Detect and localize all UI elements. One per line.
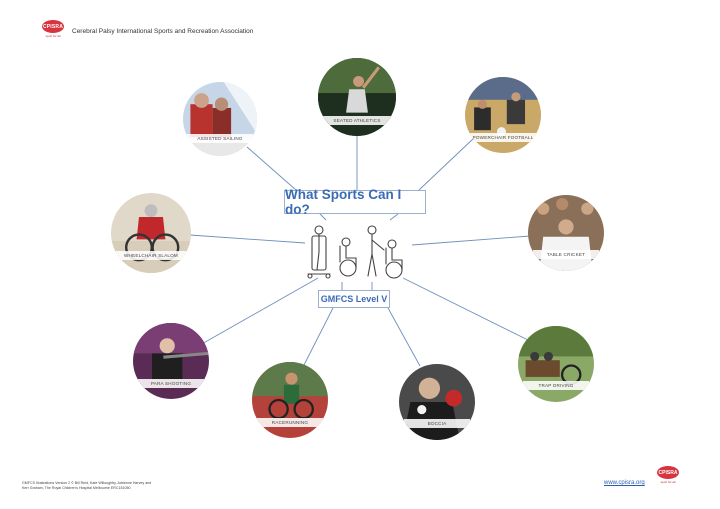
- sport-powerchair-football[interactable]: POWERCHAIR FOOTBALL: [465, 77, 541, 153]
- sport-label: WHEELCHAIR SLALOM: [115, 250, 187, 260]
- sport-table-cricket[interactable]: TABLE CRICKET: [528, 195, 604, 271]
- cpisra-logo: CPISRA sport for all: [42, 20, 64, 42]
- gmfcs-illustration: [307, 225, 403, 279]
- boccia-photo: [399, 364, 475, 440]
- sport-label: PARA SHOOTING: [137, 379, 205, 389]
- connector-para-shooting: [199, 277, 319, 346]
- header: CPISRA sport for all Cerebral Palsy Inte…: [42, 18, 253, 44]
- connector-boccia: [387, 307, 421, 367]
- center-title: What Sports Can I do?: [285, 187, 402, 217]
- organization-name: Cerebral Palsy International Sports and …: [72, 27, 254, 35]
- wheelchair-slalom-photo: [111, 193, 191, 273]
- sport-boccia[interactable]: BOCCIA: [399, 364, 475, 440]
- sport-label: RACERUNNING: [256, 418, 324, 428]
- connector-table-cricket: [411, 235, 531, 246]
- illustration-credit: GMFCS Illustrations Version 2 © Bill Rei…: [22, 481, 152, 490]
- figure-wheelchair-2: [385, 239, 403, 279]
- figure-wheelchair-1: [339, 237, 357, 277]
- connector-powerchair-football: [418, 137, 475, 191]
- sport-label: POWERCHAIR FOOTBALL: [469, 133, 537, 143]
- connector-title-left: [319, 213, 327, 221]
- footer-logo-mark: CPISRA: [657, 466, 679, 479]
- sport-trap-driving[interactable]: TRAP DRIVING: [518, 326, 594, 402]
- sport-label: TABLE CRICKET: [532, 250, 600, 260]
- footer-logo-tagline: sport for all: [660, 480, 676, 484]
- sport-label: BOCCIA: [403, 419, 471, 429]
- logo-tagline: sport for all: [45, 34, 61, 38]
- website-link[interactable]: www.cpisra.org: [604, 480, 645, 486]
- connector-wheelchair-slalom: [189, 234, 306, 244]
- connector-trap-driving: [402, 277, 529, 341]
- sport-para-shooting[interactable]: PARA SHOOTING: [133, 323, 209, 399]
- sport-label: TRAP DRIVING: [522, 381, 590, 391]
- figure-caregiver: [367, 225, 385, 277]
- figure-stander: [307, 225, 331, 279]
- table-cricket-photo: [528, 195, 604, 271]
- trap-driving-photo: [518, 326, 594, 402]
- logo-mark: CPISRA: [42, 20, 64, 33]
- sport-seated-athletics[interactable]: SEATED ATHLETICS: [318, 58, 396, 136]
- center-title-box: What Sports Can I do?: [284, 187, 426, 217]
- sport-label: ASSISTED SAILING: [187, 133, 253, 143]
- sport-label: SEATED ATHLETICS: [322, 115, 392, 125]
- sport-wheelchair-slalom[interactable]: WHEELCHAIR SLALOM: [111, 193, 191, 273]
- connector-title-right: [389, 213, 399, 221]
- cpisra-footer-logo: CPISRA sport for all: [657, 466, 679, 488]
- gmfcs-level-box: GMFCS Level V: [318, 290, 390, 308]
- assisted-sailing-photo: [183, 82, 257, 156]
- connector-racerunning: [303, 307, 334, 366]
- gmfcs-level-label: GMFCS Level V: [320, 294, 388, 304]
- sport-racerunning[interactable]: RACERUNNING: [252, 362, 328, 438]
- sport-assisted-sailing[interactable]: ASSISTED SAILING: [183, 82, 257, 156]
